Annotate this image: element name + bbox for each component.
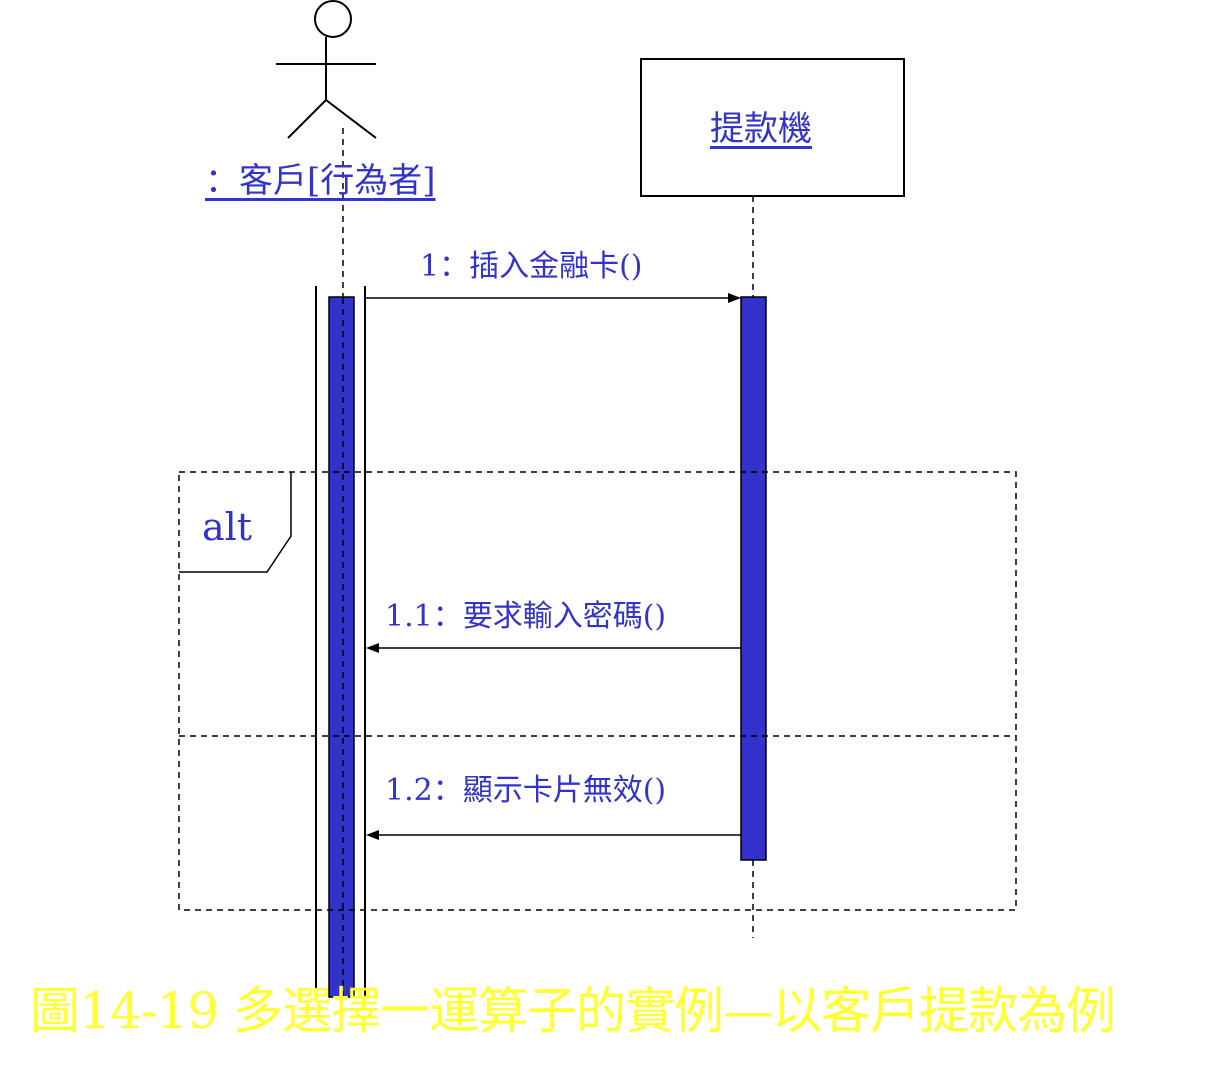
- atm-activation-bar: [740, 296, 767, 861]
- atm-object-box: [640, 58, 905, 197]
- alt-operator-tab: [179, 472, 292, 573]
- actor-head: [314, 0, 352, 38]
- actor-figure: [276, 0, 377, 139]
- actor-label: ：客戶[行為者]: [205, 161, 436, 201]
- alt-fragment-frame: [178, 471, 1017, 911]
- actor-right-leg: [325, 99, 377, 139]
- actor-left-leg: [287, 99, 327, 139]
- customer-activation-bar: [328, 296, 355, 998]
- atm-object-label: 提款機: [710, 109, 812, 149]
- message-label-1-2: 1.2：顯示卡片無效(): [385, 773, 667, 808]
- message-arrow-1-2: [366, 830, 741, 840]
- message-label-1: 1：插入金融卡(): [420, 249, 643, 284]
- message-arrow-1: [366, 293, 741, 303]
- figure-caption: 圖14-19 多選擇一運算子的實例—以客戶提款為例: [30, 982, 1116, 1040]
- alt-operator-label: alt: [202, 505, 253, 549]
- message-label-1-1: 1.1：要求輸入密碼(): [385, 599, 667, 634]
- message-arrow-1-1: [366, 643, 741, 653]
